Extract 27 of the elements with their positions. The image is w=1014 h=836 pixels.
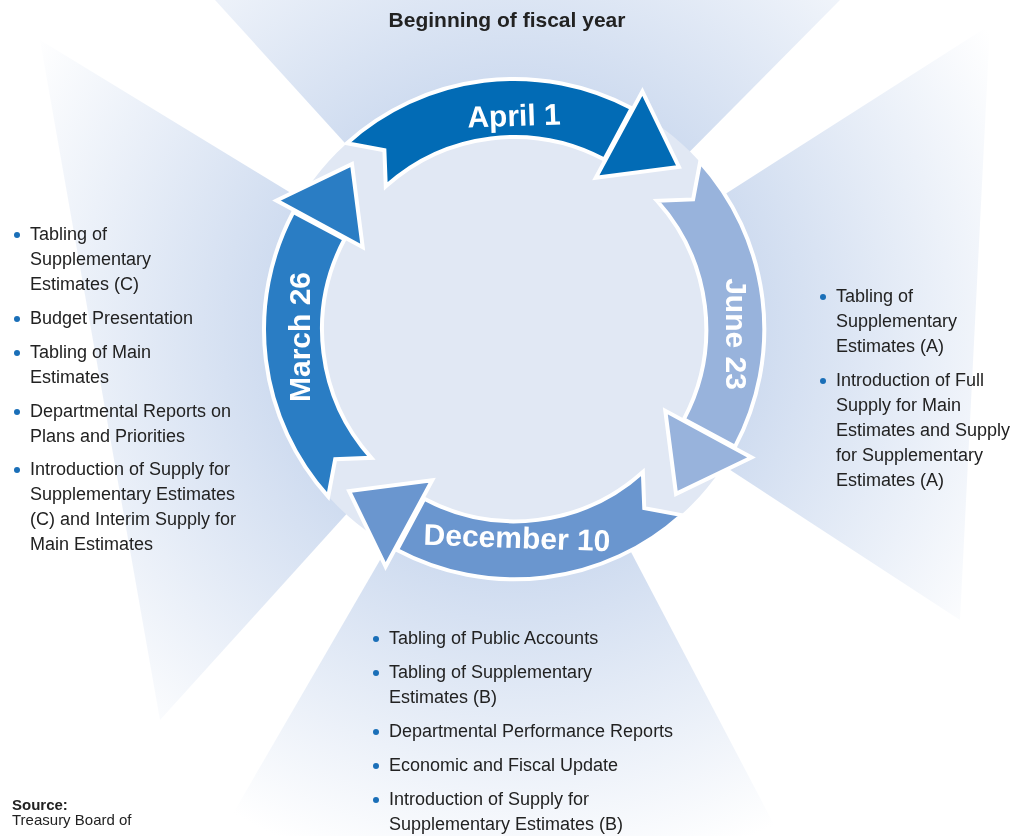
curved-arrow (261, 208, 375, 500)
date-label: April 1 (466, 97, 562, 135)
arrow-head (593, 89, 681, 180)
bullet-item: Budget Presentation (12, 306, 227, 331)
date-label: December 10 (423, 517, 611, 559)
arrow-head (274, 162, 365, 250)
bullet-item: Departmental Reports on Plans and Priorities (12, 399, 247, 449)
curved-arrow (393, 468, 685, 582)
source-heading: Source: (12, 796, 68, 814)
bullet-item: Departmental Performance Reports (371, 719, 731, 744)
date-label: March 26 (283, 271, 317, 402)
bullet-item: Tabling of Supplementary Estimates (C) (12, 222, 162, 297)
arrow-head (347, 478, 435, 569)
bullet-item: Tabling of Supplementary Estimates (A) (818, 284, 983, 359)
bullet-item: Introduction of Supply for Supplementary Estimates (B) (371, 787, 651, 836)
arrow-head (663, 408, 754, 496)
bullet-item: Introduction of Full Supply for Main Estimates and Supply for Supplementary Estimates (A) (818, 368, 1014, 493)
curved-arrow (653, 158, 767, 450)
bullet-item: Introduction of Supply for Supplementary Estimates (C) and Interim Supply for Main Estimates (12, 457, 247, 557)
curved-arrow (343, 76, 635, 190)
bullet-item: Tabling of Main Estimates (12, 340, 172, 390)
title: Beginning of fiscal year (388, 8, 626, 31)
bullet-item: Tabling of Public Accounts (371, 626, 671, 651)
bullet-item: Tabling of Supplementary Estimates (B) (371, 660, 641, 710)
bullet-item: Economic and Fiscal Update (371, 753, 731, 778)
date-label: June 23 (719, 278, 753, 390)
source-text: Treasury Board of (12, 811, 132, 829)
